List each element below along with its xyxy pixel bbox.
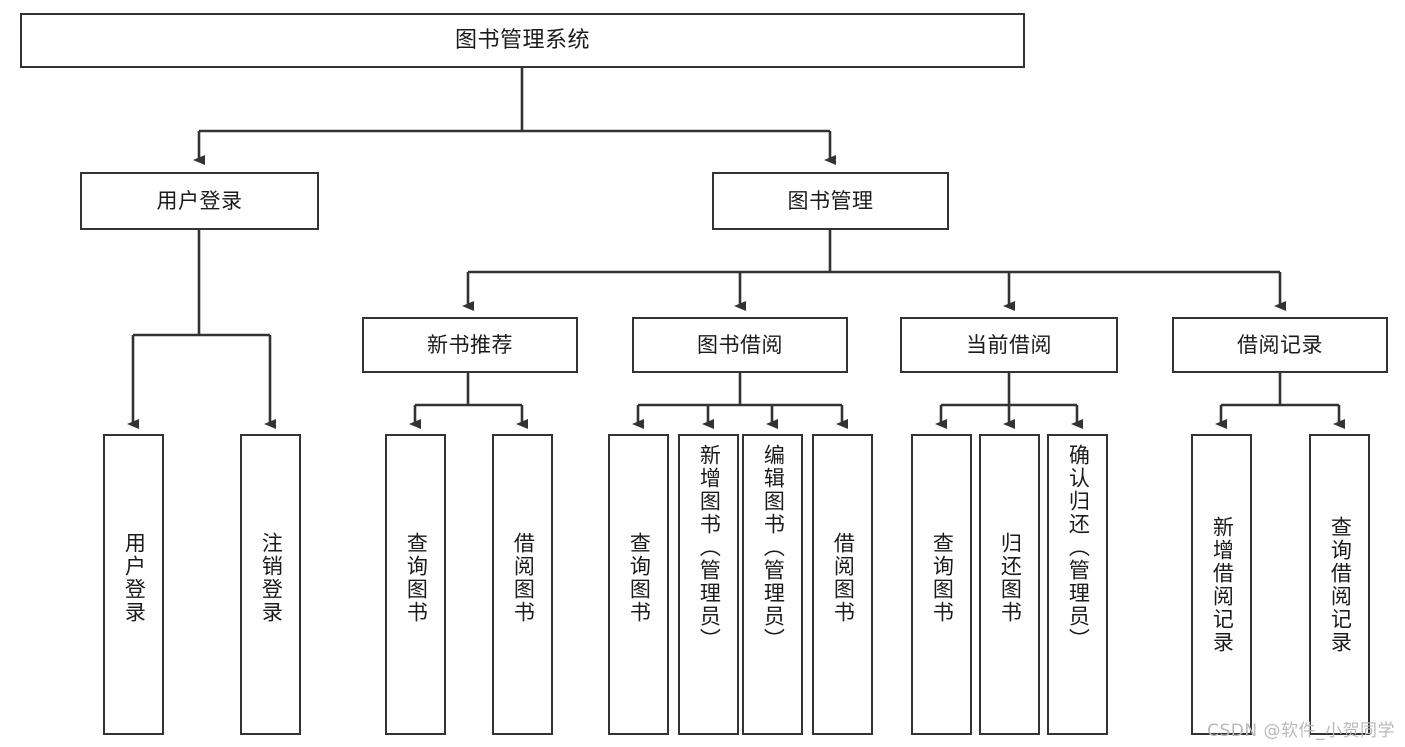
leaf-new-book-borrow-label: 借阅图书 <box>511 532 536 624</box>
leaf-borrow-query-book-label: 查询图书 <box>627 532 652 624</box>
leaf-confirm-return-admin-label: 确认归还（管理员） <box>1066 444 1091 651</box>
leaf-query-borrow-record[interactable]: 查询借阅记录 <box>1309 434 1370 735</box>
leaf-new-book-query-label: 查询图书 <box>404 532 429 624</box>
leaf-add-book-admin-label: 新增图书（管理员） <box>697 444 722 651</box>
node-current-borrow[interactable]: 当前借阅 <box>900 317 1118 373</box>
leaf-confirm-return-admin[interactable]: 确认归还（管理员） <box>1047 434 1108 735</box>
leaf-current-query-book[interactable]: 查询图书 <box>911 434 972 735</box>
node-book-borrow[interactable]: 图书借阅 <box>632 317 848 373</box>
leaf-add-borrow-record-label: 新增借阅记录 <box>1210 516 1235 654</box>
node-root-label: 图书管理系统 <box>454 27 590 53</box>
leaf-user-login[interactable]: 用户登录 <box>103 434 164 735</box>
leaf-edit-book-admin[interactable]: 编辑图书（管理员） <box>742 434 803 735</box>
leaf-user-login-label: 用户登录 <box>122 532 147 624</box>
node-root[interactable]: 图书管理系统 <box>20 13 1025 68</box>
leaf-new-book-borrow[interactable]: 借阅图书 <box>492 434 553 735</box>
node-borrow-record-label: 借阅记录 <box>1237 332 1323 357</box>
node-borrow-record[interactable]: 借阅记录 <box>1172 317 1388 373</box>
node-book-management-label: 图书管理 <box>787 188 874 213</box>
node-book-management[interactable]: 图书管理 <box>712 172 949 230</box>
node-new-book-recommend-label: 新书推荐 <box>427 332 513 357</box>
leaf-new-book-query[interactable]: 查询图书 <box>385 434 446 735</box>
leaf-add-book-admin[interactable]: 新增图书（管理员） <box>678 434 739 735</box>
watermark: CSDN @软件_小贺同学 <box>1207 721 1395 741</box>
leaf-add-borrow-record[interactable]: 新增借阅记录 <box>1191 434 1252 735</box>
leaf-borrow-book[interactable]: 借阅图书 <box>812 434 873 735</box>
node-book-borrow-label: 图书借阅 <box>697 332 783 357</box>
node-current-borrow-label: 当前借阅 <box>966 332 1052 357</box>
leaf-user-logout[interactable]: 注销登录 <box>240 434 301 735</box>
leaf-borrow-book-label: 借阅图书 <box>831 532 856 624</box>
leaf-query-borrow-record-label: 查询借阅记录 <box>1328 516 1353 654</box>
leaf-return-book-label: 归还图书 <box>998 532 1023 624</box>
leaf-user-logout-label: 注销登录 <box>259 532 284 624</box>
leaf-return-book[interactable]: 归还图书 <box>979 434 1040 735</box>
node-user-login-label: 用户登录 <box>156 188 243 213</box>
node-new-book-recommend[interactable]: 新书推荐 <box>362 317 578 373</box>
leaf-edit-book-admin-label: 编辑图书（管理员） <box>761 444 786 651</box>
node-user-login[interactable]: 用户登录 <box>80 172 319 230</box>
leaf-borrow-query-book[interactable]: 查询图书 <box>608 434 669 735</box>
leaf-current-query-book-label: 查询图书 <box>930 532 955 624</box>
